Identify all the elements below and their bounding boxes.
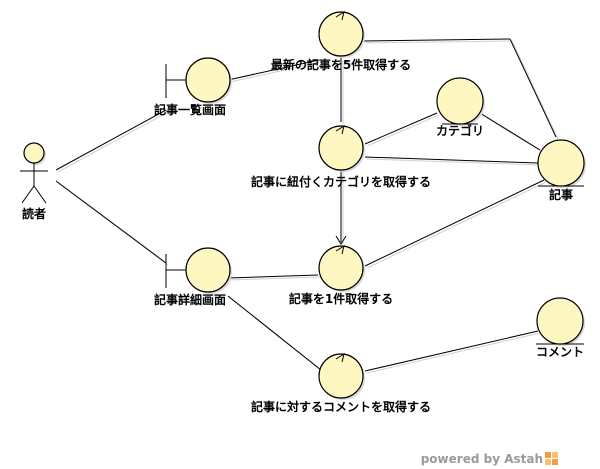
control-arrow: [335, 10, 345, 21]
entity-circle: [436, 77, 484, 125]
boundary-detail-screen: 記事詳細画面: [154, 247, 232, 307]
control-get-by-category: 記事に紐付くカテゴリを取得する: [251, 124, 431, 189]
control-label: 記事を1件取得する: [289, 291, 393, 306]
actor-head: [23, 142, 45, 164]
watermark-text: powered by Astah: [421, 452, 543, 466]
control-arrow: [335, 244, 345, 255]
arrowhead: [335, 235, 347, 245]
entity-label: コメント: [536, 345, 584, 359]
control-circle: [318, 353, 364, 399]
link-detail-screen-comments: [227, 295, 322, 371]
actor-reader: 読者: [20, 142, 48, 221]
entity-label: 記事: [549, 187, 573, 202]
entity-article: 記事: [537, 139, 586, 202]
entity-comment: コメント: [536, 297, 585, 359]
boundary-list-screen: 記事一覧画面: [154, 57, 232, 117]
control-circle: [318, 245, 364, 291]
astah-watermark: powered by Astah: [421, 452, 558, 466]
connections: [55, 38, 559, 374]
link-comments-comment: [364, 330, 539, 372]
boundary-label: 記事詳細画面: [154, 292, 226, 307]
link-category-query-category: [364, 112, 438, 145]
entity-circle: [536, 297, 584, 345]
link-latest5-article-b: [509, 38, 557, 138]
link-actor-list-screen: [55, 109, 167, 171]
link-latest5-article-a: [362, 38, 511, 42]
link-category-query-article: [364, 156, 539, 164]
control-circle: [318, 125, 364, 171]
boundary-circle: [185, 247, 231, 293]
control-get-one: 記事を1件取得する: [289, 244, 393, 306]
control-get-comments: 記事に対するコメントを取得する: [251, 352, 431, 414]
link-actor-detail-screen: [55, 180, 167, 264]
link-category-article: [479, 112, 541, 151]
control-get-latest5: 最新の記事を5件取得する: [271, 10, 411, 72]
entity-category: カテゴリ: [436, 77, 485, 138]
boundary-circle: [185, 57, 231, 103]
astah-logo-icon: [545, 452, 558, 465]
control-arrow: [335, 124, 345, 135]
actor-label: 読者: [22, 206, 46, 221]
control-label: 最新の記事を5件取得する: [271, 57, 411, 72]
control-arrow: [335, 352, 345, 363]
link-list-screen-latest5: [227, 59, 320, 81]
control-circle: [318, 11, 364, 57]
entity-label: カテゴリ: [436, 123, 484, 138]
boundary-label: 記事一覧画面: [154, 102, 226, 117]
link-get-one-article: [364, 179, 545, 267]
entity-circle: [537, 139, 585, 187]
control-label: 記事に紐付くカテゴリを取得する: [251, 174, 431, 189]
link-detail-screen-get-one: [227, 274, 319, 279]
control-label: 記事に対するコメントを取得する: [251, 399, 431, 414]
